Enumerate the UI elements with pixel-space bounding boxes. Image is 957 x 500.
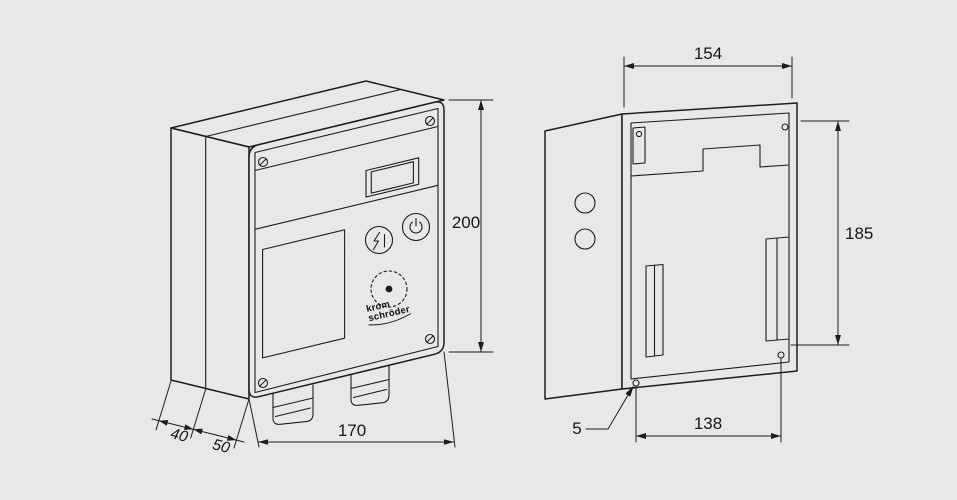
dim-depth-40-50: 40 50 <box>151 380 250 457</box>
display-bezel <box>365 157 420 198</box>
dim-height-185: 185 <box>790 120 873 346</box>
arrowhead <box>782 63 792 69</box>
mounting-hole-top-right <box>781 123 789 131</box>
corner-screw <box>257 156 269 168</box>
arrowhead <box>227 435 237 441</box>
cable-gland-right <box>350 365 390 406</box>
label-window <box>262 229 346 359</box>
arrowhead <box>624 63 634 69</box>
screw-icon <box>257 156 269 168</box>
arrowhead <box>184 424 194 430</box>
corner-screw <box>257 377 269 389</box>
knockout-hole-bottom <box>574 228 596 250</box>
cable-gland-flange <box>352 388 388 399</box>
viewing-window <box>370 270 408 308</box>
knockout-hole-top <box>574 192 596 214</box>
cable-gland-flange <box>274 407 312 418</box>
cable-gland-flange <box>350 378 390 390</box>
dim-label-hole-spacing: 138 <box>694 414 722 433</box>
corner-screw <box>424 333 436 345</box>
screw-slot <box>259 158 267 166</box>
dim-label-rear-width: 154 <box>694 44 722 63</box>
arrowhead <box>835 121 841 131</box>
arrowhead <box>478 342 484 352</box>
logo-swoosh <box>368 313 412 326</box>
ext-line <box>155 380 172 431</box>
dim-width-170: 170 <box>248 351 456 448</box>
front-panel-inner-border <box>254 107 439 394</box>
power-icon <box>409 221 423 234</box>
screw-slot <box>426 335 434 343</box>
arrowhead <box>835 335 841 345</box>
panel-top-strip-line <box>254 125 439 172</box>
power-button-ring <box>401 212 431 242</box>
arrowhead <box>636 433 646 439</box>
top-left-slot <box>632 126 646 165</box>
arrowhead <box>258 439 268 445</box>
reset-button-ring <box>364 225 394 255</box>
left-channel <box>645 263 664 358</box>
mounting-hole-top-left <box>635 130 643 138</box>
dim-height-200: 200 <box>448 99 494 353</box>
screw-slot <box>259 379 267 387</box>
front-iso-view: krom schröder <box>151 80 494 457</box>
mounting-hole-bottom-left <box>632 379 640 387</box>
front-panel <box>248 101 445 398</box>
arrowhead <box>158 420 169 426</box>
housing-top-seam <box>205 88 402 138</box>
arrowhead <box>193 428 203 435</box>
dim-edge-offset-5: 5 <box>572 385 634 438</box>
slot-outline <box>632 126 646 165</box>
dim-label-edge-offset: 5 <box>572 419 581 438</box>
corner-screw <box>424 115 436 127</box>
screw-icon <box>424 333 436 345</box>
arrowhead <box>444 439 454 445</box>
screw-slot <box>426 117 434 125</box>
dim-width-154: 154 <box>623 44 793 108</box>
arrowhead <box>478 100 484 110</box>
ext-line <box>190 388 207 439</box>
panel-mid-strip-line <box>254 184 439 230</box>
screw-icon <box>424 115 436 127</box>
dim-hole-spacing-138: 138 <box>635 358 782 443</box>
corner-screws <box>257 115 436 389</box>
mounting-hole-bottom-right <box>777 351 785 359</box>
housing-left-face <box>170 127 250 400</box>
rear-open-face <box>621 102 798 390</box>
dim-label-rear-height: 185 <box>845 224 873 243</box>
dim-label-width: 170 <box>338 421 366 440</box>
ext-line <box>443 351 456 448</box>
ext-line <box>233 398 250 449</box>
channel-outline <box>645 263 664 358</box>
leader-line <box>585 387 633 430</box>
reset-icon <box>372 231 381 251</box>
screw-icon <box>257 377 269 389</box>
interior-contour <box>630 144 790 177</box>
right-channel <box>765 236 790 342</box>
brand-logo: krom schröder <box>365 299 412 326</box>
dim-label-height: 200 <box>452 213 480 232</box>
rear-inner-rim <box>630 112 790 380</box>
arrowhead <box>625 385 634 397</box>
viewing-window-dot <box>385 285 393 293</box>
dim-label-depth-front: 50 <box>211 436 232 457</box>
ext-line <box>248 398 260 448</box>
arrowhead <box>771 433 781 439</box>
rear-view: 154 185 138 5 <box>544 44 873 443</box>
dim-label-depth-rear: 40 <box>169 425 190 446</box>
power-button <box>401 212 431 242</box>
viewing-window-ring <box>370 270 408 308</box>
rear-side-face <box>544 113 623 400</box>
reset-button <box>364 225 394 255</box>
display-screen <box>370 161 414 194</box>
cable-gland-flange <box>272 397 314 409</box>
brand-line1: krom <box>365 299 391 315</box>
cable-gland-left <box>272 384 314 425</box>
